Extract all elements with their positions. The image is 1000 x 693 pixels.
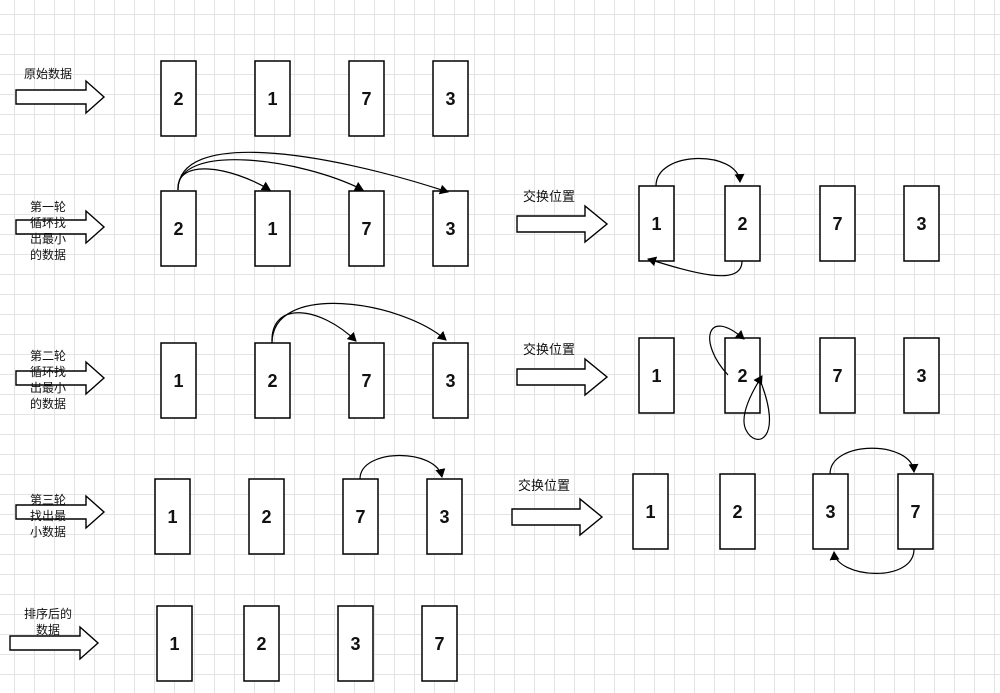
swap-curve-1a bbox=[655, 157, 745, 187]
swap-arrow-1 bbox=[516, 357, 609, 397]
stage-4-box-0 bbox=[156, 605, 193, 682]
swap-1-value-0: 1 bbox=[651, 366, 661, 386]
stage-1-value-1: 1 bbox=[267, 219, 277, 239]
stage-label-2: 第二轮 循环找 出最小 的数据 bbox=[29, 349, 66, 411]
swap-1-value-3: 3 bbox=[916, 366, 926, 386]
swap-arrow-0 bbox=[516, 204, 609, 244]
stage-0-box-3 bbox=[432, 60, 469, 137]
stage-label-4: 排序后的 数据 bbox=[23, 607, 72, 637]
stage-1-box-1 bbox=[254, 190, 291, 267]
swap-curve-3b bbox=[829, 548, 915, 574]
stage-3-value-0: 1 bbox=[167, 507, 177, 527]
stage-2-value-3: 3 bbox=[445, 371, 455, 391]
stage-0-value-1: 1 bbox=[267, 89, 277, 109]
stage-2-box-3 bbox=[432, 342, 469, 419]
compare-curve-3a bbox=[359, 454, 446, 480]
stage-0-value-3: 3 bbox=[445, 89, 455, 109]
stage-2-box-2 bbox=[348, 342, 385, 419]
swap-1-value-2: 7 bbox=[832, 366, 842, 386]
stage-1-box-2 bbox=[348, 190, 385, 267]
stage-0-box-0 bbox=[160, 60, 197, 137]
swap-2-value-2: 3 bbox=[825, 502, 835, 522]
swap-2-box-0 bbox=[632, 473, 669, 550]
stage-arrow-0 bbox=[15, 79, 106, 115]
stage-4-value-3: 7 bbox=[434, 634, 444, 654]
stage-2-box-1 bbox=[254, 342, 291, 419]
stage-3-box-0 bbox=[154, 478, 191, 555]
stage-3-value-3: 3 bbox=[439, 507, 449, 527]
swap-label-0: 交换位置 bbox=[522, 190, 575, 205]
compare-curve-1b bbox=[177, 159, 364, 191]
stage-4-value-1: 2 bbox=[256, 634, 266, 654]
stage-0-value-2: 7 bbox=[361, 89, 371, 109]
stage-1-box-3 bbox=[432, 190, 469, 267]
swap-curve-2b bbox=[743, 375, 771, 440]
swap-curve-3a bbox=[829, 447, 919, 475]
stage-2-box-0 bbox=[160, 342, 197, 419]
stage-2-value-2: 7 bbox=[361, 371, 371, 391]
stage-3-box-3 bbox=[426, 478, 463, 555]
stage-3-box-2 bbox=[342, 478, 379, 555]
swap-1-box-3 bbox=[903, 337, 940, 414]
swap-1-box-2 bbox=[819, 337, 856, 414]
swap-0-value-1: 2 bbox=[737, 214, 747, 234]
stage-2-value-0: 1 bbox=[173, 371, 183, 391]
stage-3-value-2: 7 bbox=[355, 507, 365, 527]
swap-curve-1b bbox=[647, 256, 743, 277]
stage-4-box-1 bbox=[243, 605, 280, 682]
swap-0-value-0: 1 bbox=[651, 214, 661, 234]
compare-curve-2b bbox=[271, 302, 447, 344]
compare-curve-1a bbox=[177, 168, 271, 191]
stage-3-value-1: 2 bbox=[261, 507, 271, 527]
swap-2-value-1: 2 bbox=[732, 502, 742, 522]
swap-2-value-3: 7 bbox=[910, 502, 920, 522]
stage-1-value-3: 3 bbox=[445, 219, 455, 239]
stage-4-value-2: 3 bbox=[350, 634, 360, 654]
stage-label-0: 原始数据 bbox=[23, 67, 72, 81]
stage-4-box-3 bbox=[421, 605, 458, 682]
swap-0-value-2: 7 bbox=[832, 214, 842, 234]
compare-curve-1c bbox=[177, 151, 449, 195]
swap-2-box-3 bbox=[897, 473, 934, 550]
swap-2-box-1 bbox=[719, 473, 756, 550]
swap-0-value-3: 3 bbox=[916, 214, 926, 234]
swap-label-1: 交换位置 bbox=[522, 343, 575, 358]
stage-4-value-0: 1 bbox=[169, 634, 179, 654]
swap-2-box-2 bbox=[812, 473, 849, 550]
stage-arrow-4 bbox=[9, 625, 100, 661]
stage-label-1: 第一轮 循环找 出最小 的数据 bbox=[29, 200, 66, 262]
swap-1-value-1: 2 bbox=[737, 366, 747, 386]
swap-0-box-3 bbox=[903, 185, 940, 262]
stage-1-value-2: 7 bbox=[361, 219, 371, 239]
swap-1-box-0 bbox=[638, 337, 675, 414]
stage-0-box-2 bbox=[348, 60, 385, 137]
swap-curve-2a bbox=[709, 325, 745, 376]
stage-arrow-3 bbox=[15, 494, 106, 530]
stage-label-3: 第三轮 找出最 小数据 bbox=[29, 493, 66, 539]
stage-arrow-2 bbox=[15, 360, 106, 396]
swap-label-2: 交换位置 bbox=[517, 479, 570, 494]
swap-0-box-2 bbox=[819, 185, 856, 262]
stage-3-box-1 bbox=[248, 478, 285, 555]
stage-4-box-2 bbox=[337, 605, 374, 682]
stage-0-value-0: 2 bbox=[173, 89, 183, 109]
stage-1-value-0: 2 bbox=[173, 219, 183, 239]
stage-2-value-1: 2 bbox=[267, 371, 277, 391]
stage-1-box-0 bbox=[160, 190, 197, 267]
compare-curve-2a bbox=[271, 312, 357, 344]
swap-2-value-0: 1 bbox=[645, 502, 655, 522]
swap-arrow-2 bbox=[511, 497, 604, 537]
stage-arrow-1 bbox=[15, 209, 106, 245]
stage-0-box-1 bbox=[254, 60, 291, 137]
